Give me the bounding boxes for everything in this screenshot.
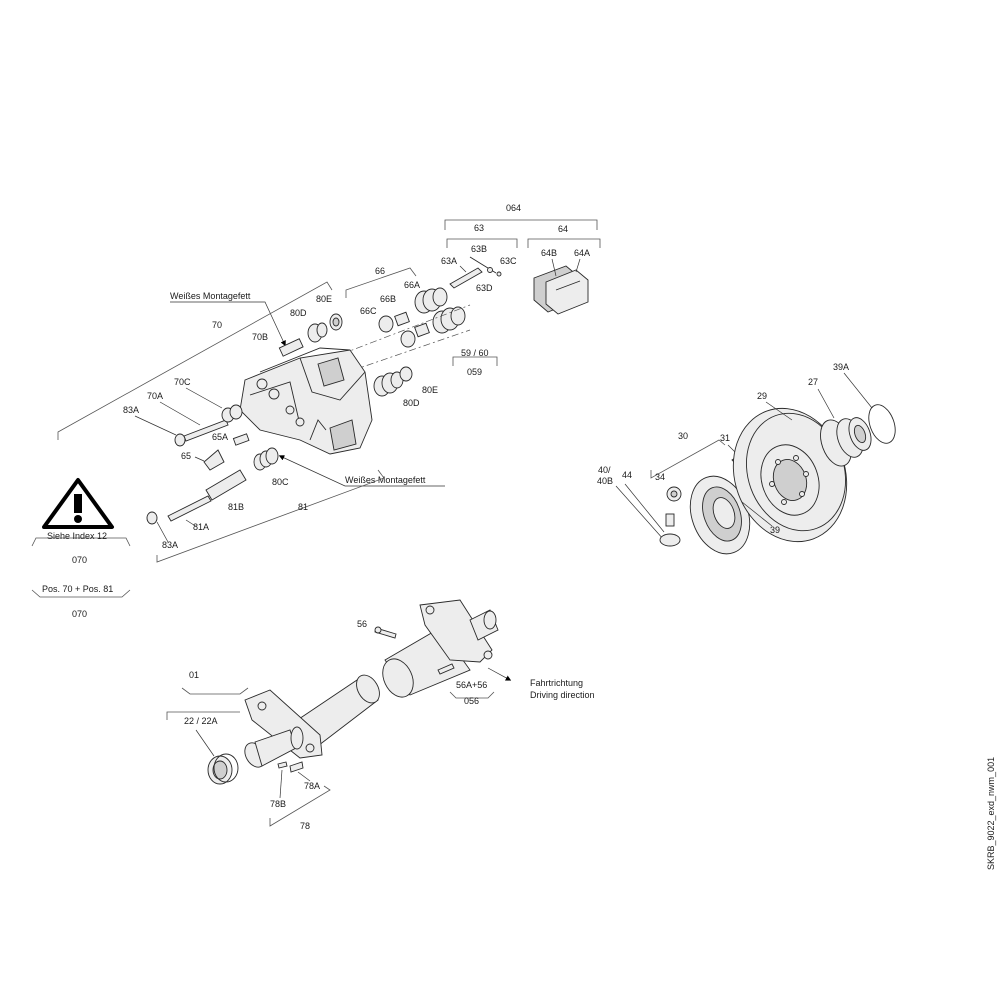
- wheel-hub-27: [820, 417, 872, 467]
- washer-44: [659, 533, 681, 547]
- label-81: 81: [298, 502, 308, 512]
- label-70B: 70B: [252, 332, 268, 342]
- brake-disc-29: [732, 407, 848, 543]
- pin-65A: [232, 433, 250, 446]
- label-29: 29: [757, 391, 767, 401]
- label-31: 31: [720, 433, 730, 443]
- brake-pad-outer: [545, 269, 589, 315]
- piston-bellows-66A: [414, 287, 448, 314]
- screw-40: [665, 513, 675, 527]
- label-63A: 63A: [441, 256, 457, 266]
- guide-pin-group: 80C 81B 81A 83A 81: [146, 447, 385, 563]
- hub-disc-group: 30 31 34 40/ 40B 44: [597, 362, 896, 555]
- label-40-40B-b: 40B: [597, 476, 613, 486]
- bellows-80C: [253, 447, 279, 471]
- label-80C: 80C: [272, 477, 289, 487]
- note-grease-bottom: Weißes Montagefett: [345, 475, 426, 485]
- ring-66C-lower: [400, 330, 416, 348]
- label-80D-top: 80D: [290, 308, 307, 318]
- seal-80D-top: [307, 322, 328, 343]
- label-40-40B-a: 40/: [598, 465, 611, 475]
- label-78A: 78A: [304, 781, 320, 791]
- washer-83A-top: [174, 433, 186, 447]
- label-83A-bottom: 83A: [162, 540, 178, 550]
- label-27: 27: [808, 377, 818, 387]
- label-70A: 70A: [147, 391, 163, 401]
- seal-80E-mid: [399, 366, 413, 382]
- label-064: 064: [506, 203, 521, 213]
- label-39A: 39A: [833, 362, 849, 372]
- axle-beam-left: [244, 674, 380, 768]
- label-65: 65: [181, 451, 191, 461]
- label-44: 44: [622, 470, 632, 480]
- bolt-56A: [437, 663, 455, 675]
- piston-66B-lower: [414, 322, 430, 338]
- label-80E-top: 80E: [316, 294, 332, 304]
- label-64B: 64B: [541, 248, 557, 258]
- axle-beam-right: [382, 599, 499, 698]
- piston-bellows-66A-lower: [432, 306, 466, 334]
- abs-ring-39: [689, 475, 751, 555]
- warning-text: Siehe Index 12: [47, 531, 107, 541]
- drawing-id: SKRB_9022_exd_nwm_001: [986, 757, 996, 870]
- label-01: 01: [189, 670, 199, 680]
- ring-66C: [378, 315, 394, 333]
- label-63C: 63C: [500, 256, 517, 266]
- label-66B: 66B: [380, 294, 396, 304]
- o-ring-39A: [868, 404, 896, 444]
- label-63: 63: [474, 223, 484, 233]
- label-56A-56: 56A+56: [456, 680, 487, 690]
- label-66C: 66C: [360, 306, 377, 316]
- label-56: 56: [357, 619, 367, 629]
- label-81A: 81A: [193, 522, 209, 532]
- washer-83A-bottom: [146, 511, 158, 525]
- label-80D-mid: 80D: [403, 398, 420, 408]
- pos-note-code: 070: [72, 609, 87, 619]
- caliper-group: Weißes Montagefett 70 66 80E 80D 66B 66A…: [57, 266, 498, 487]
- caliper-housing: [239, 347, 373, 455]
- bearing-ring-22: [207, 753, 239, 785]
- label-66: 66: [375, 266, 385, 276]
- brake-pad-group: 064 63 64 63B 63A 63C 63D 64B 64A: [441, 203, 601, 315]
- label-63B: 63B: [471, 244, 487, 254]
- driving-direction-de: Fahrtrichtung: [530, 678, 583, 688]
- axle-group: 56 56A+56 056 Fahrtrichtung Driving dire…: [166, 599, 595, 831]
- label-34: 34: [655, 472, 665, 482]
- sleeve-81B: [205, 469, 247, 501]
- label-65A: 65A: [212, 432, 228, 442]
- pin-78B: [277, 761, 288, 769]
- label-63D: 63D: [476, 283, 493, 293]
- label-30: 30: [678, 431, 688, 441]
- bolt-81A: [167, 495, 212, 522]
- piston-66B: [394, 311, 410, 327]
- label-83A-top: 83A: [123, 405, 139, 415]
- warning-code: 070: [72, 555, 87, 565]
- retaining-clip: [449, 267, 483, 289]
- seal-80E-top: [329, 313, 343, 331]
- guide-pin-70B: [278, 338, 304, 357]
- pin-78A: [289, 761, 304, 773]
- cap-65: [203, 449, 225, 471]
- label-70C: 70C: [174, 377, 191, 387]
- label-059: 059: [467, 367, 482, 377]
- label-66A: 66A: [404, 280, 420, 290]
- label-64: 64: [558, 224, 568, 234]
- bellows-80D-mid: [373, 371, 404, 397]
- label-80E-mid: 80E: [422, 385, 438, 395]
- label-78: 78: [300, 821, 310, 831]
- pos-note-text: Pos. 70 + Pos. 81: [42, 584, 113, 594]
- label-39: 39: [770, 525, 780, 535]
- label-78B: 78B: [270, 799, 286, 809]
- label-64A: 64A: [574, 248, 590, 258]
- warning-block: Siehe Index 12 070 Pos. 70 + Pos. 81 070: [31, 478, 131, 619]
- label-056: 056: [464, 696, 479, 706]
- label-70: 70: [212, 320, 222, 330]
- label-81B: 81B: [228, 502, 244, 512]
- label-22-22A: 22 / 22A: [184, 716, 218, 726]
- note-grease-top: Weißes Montagefett: [170, 291, 251, 301]
- label-59-60: 59 / 60: [461, 348, 489, 358]
- driving-direction-en: Driving direction: [530, 690, 595, 700]
